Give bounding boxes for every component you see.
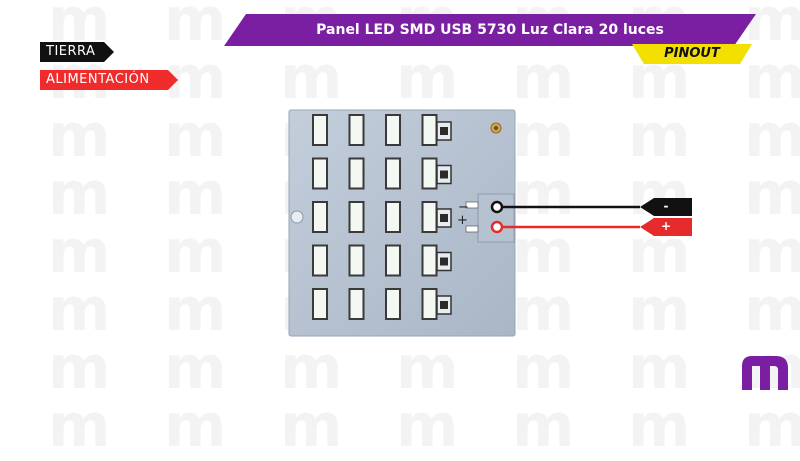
watermark-glyph: m: [628, 338, 691, 398]
led-chip: [350, 246, 363, 275]
led-chip: [387, 159, 399, 188]
watermark-glyph: m: [744, 0, 800, 50]
watermark-glyph: m: [512, 164, 575, 224]
pin-negative-label: -: [663, 199, 669, 213]
led-grid: [312, 114, 438, 320]
led-chip: [387, 246, 399, 275]
smd-resistor-body: [440, 170, 448, 179]
led-chip: [423, 159, 436, 188]
pinout-label: PINOUT: [664, 46, 720, 61]
watermark-glyph: m: [280, 48, 343, 108]
watermark-glyph: m: [164, 164, 227, 224]
smd-resistor-body: [440, 127, 448, 135]
brand-logo-icon: [742, 356, 788, 390]
smd-resistor-body: [440, 257, 448, 266]
led-chip: [314, 159, 326, 188]
watermark-glyph: m: [628, 280, 691, 340]
watermark-glyph: m: [164, 0, 227, 50]
board-plus-symbol: +: [457, 213, 468, 228]
led-chip: [350, 203, 363, 231]
led-panel-diagram: [288, 109, 692, 337]
watermark-glyph: m: [744, 106, 800, 166]
pin-negative-dot: [490, 200, 504, 214]
title-banner-shape: [224, 14, 756, 46]
led-chip: [350, 116, 363, 144]
watermark-glyph: m: [628, 396, 691, 456]
watermark-glyph: m: [744, 280, 800, 340]
title-banner: Panel LED SMD USB 5730 Luz Clara 20 luce…: [224, 14, 756, 46]
led-chip: [423, 290, 436, 318]
watermark-glyph: m: [744, 338, 800, 398]
pinout-tag: PINOUT: [632, 44, 752, 64]
led-chip: [314, 290, 326, 318]
watermark-glyph: m: [512, 280, 575, 340]
watermark-glyph: m: [48, 280, 111, 340]
smd-part-bottom: [465, 225, 479, 233]
watermark-glyph: m: [512, 338, 575, 398]
resistor-column: [436, 121, 452, 315]
watermark-glyph: m: [48, 0, 111, 50]
led-chip: [314, 246, 326, 275]
legend-tierra-shape: [40, 42, 114, 62]
watermark-glyph: m: [48, 338, 111, 398]
smd-resistor-body: [440, 214, 448, 222]
smd-resistor-body: [440, 301, 448, 309]
watermark-glyph: m: [744, 48, 800, 108]
watermark-glyph: m: [512, 48, 575, 108]
watermark-glyph: m: [744, 164, 800, 224]
watermark-glyph: m: [628, 106, 691, 166]
legend-tierra: TIERRA: [40, 42, 114, 62]
watermark-glyph: m: [512, 396, 575, 456]
watermark-glyph: m: [744, 222, 800, 282]
solder-pad-hole: [494, 126, 498, 130]
watermark-glyph: m: [164, 280, 227, 340]
led-chip: [387, 116, 399, 144]
watermark-glyph: m: [48, 106, 111, 166]
watermark-glyph: m: [396, 338, 459, 398]
watermark-glyph: m: [280, 338, 343, 398]
watermark-glyph: m: [164, 106, 227, 166]
pin-negative-tag: [640, 198, 692, 216]
led-chip: [423, 203, 436, 231]
pin-positive-label: +: [660, 219, 672, 233]
led-chip: [314, 116, 326, 144]
led-chip: [314, 203, 326, 231]
legend-alimentacion-label: ALIMENTACIÓN: [46, 72, 150, 87]
led-chip: [387, 290, 399, 318]
mounting-hole: [290, 210, 304, 224]
led-chip: [423, 116, 436, 144]
board-minus-symbol: −: [458, 200, 469, 215]
watermark-glyph: m: [164, 222, 227, 282]
watermark-glyph: m: [396, 48, 459, 108]
page-title: Panel LED SMD USB 5730 Luz Clara 20 luce…: [316, 22, 664, 38]
pin-positive-dot: [490, 220, 504, 234]
watermark-glyph: m: [48, 222, 111, 282]
watermark-glyph: m: [164, 396, 227, 456]
watermark-glyph: m: [512, 106, 575, 166]
legend-tierra-label: TIERRA: [46, 44, 96, 59]
watermark-glyph: m: [280, 396, 343, 456]
legend-alimentacion-shape: [40, 70, 178, 90]
watermark-glyph: m: [48, 164, 111, 224]
pcb-board: [288, 109, 516, 337]
watermark-glyph: m: [396, 396, 459, 456]
watermark-glyph: m: [48, 396, 111, 456]
pinout-tag-shape: [632, 44, 752, 64]
watermark-glyph: m: [744, 396, 800, 456]
led-chip: [387, 203, 399, 231]
pin-positive-tag: [640, 218, 692, 236]
watermark-glyph: m: [164, 338, 227, 398]
smd-part-top: [465, 201, 479, 209]
led-chip: [423, 246, 436, 275]
legend-alimentacion: ALIMENTACIÓN: [40, 70, 178, 90]
led-chip: [350, 159, 363, 188]
led-chip: [350, 290, 363, 318]
watermark-glyph: m: [512, 222, 575, 282]
